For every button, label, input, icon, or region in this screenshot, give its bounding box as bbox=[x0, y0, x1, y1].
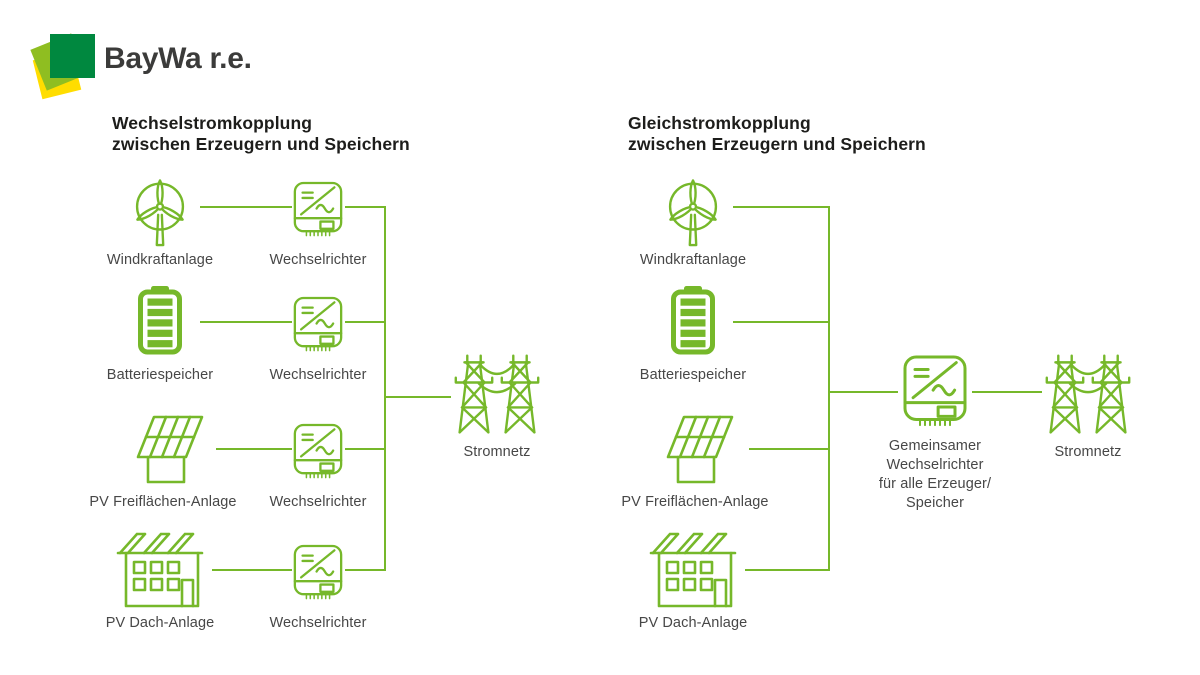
pv-rooftop-icon bbox=[647, 526, 739, 608]
left-source-label-4: PV Dach-Anlage bbox=[105, 615, 215, 631]
left-connector-source-inverter-4 bbox=[212, 569, 292, 571]
left-connector-inverter-bus-2 bbox=[345, 321, 386, 323]
pv-rooftop-icon bbox=[114, 526, 206, 608]
wind-turbine-icon bbox=[127, 178, 193, 248]
right-source-label-3: PV Freiflächen-Anlage bbox=[621, 494, 769, 510]
left-source-label-2: Batteriespeicher bbox=[106, 367, 214, 383]
left-panel-title-line1: Wechselstromkopplung bbox=[112, 113, 313, 133]
power-grid-icon bbox=[451, 352, 543, 436]
right-connector-source-bus-1 bbox=[733, 206, 828, 208]
right-connector-source-bus-3 bbox=[749, 448, 828, 450]
inverter-icon bbox=[291, 422, 345, 482]
battery-icon bbox=[670, 285, 716, 355]
left-connector-inverter-bus-4 bbox=[345, 569, 386, 571]
common-inverter-label-line4: Speicher bbox=[905, 495, 965, 511]
pv-ground-mount-icon bbox=[120, 412, 210, 488]
right-connector-source-bus-4 bbox=[745, 569, 828, 571]
right-grid-label: Stromnetz bbox=[1054, 444, 1122, 460]
brand-logo-text: BayWa r.e. bbox=[104, 42, 252, 75]
common-inverter-label: Gemeinsamer Wechselrichter für alle Erze… bbox=[845, 437, 1025, 513]
logo-darkgreen-square bbox=[50, 34, 95, 78]
right-source-label-1: Windkraftanlage bbox=[639, 252, 747, 268]
right-connector-source-bus-2 bbox=[733, 321, 828, 323]
left-source-label-1: Windkraftanlage bbox=[106, 252, 214, 268]
left-connector-inverter-bus-1 bbox=[345, 206, 386, 208]
common-inverter-label-line1: Gemeinsamer bbox=[888, 438, 982, 454]
common-inverter-icon bbox=[900, 353, 970, 431]
right-connector-inverter-grid bbox=[972, 391, 1042, 393]
pv-ground-mount-icon bbox=[650, 412, 740, 488]
left-converter-label-4: Wechselrichter bbox=[269, 615, 367, 631]
left-converter-label-1: Wechselrichter bbox=[269, 252, 367, 268]
right-panel-title-line1: Gleichstromkopplung bbox=[628, 113, 811, 133]
inverter-icon bbox=[291, 180, 345, 240]
right-connector-bus-inverter bbox=[830, 391, 898, 393]
left-bus-line bbox=[384, 206, 386, 571]
power-grid-icon bbox=[1042, 352, 1134, 436]
inverter-icon bbox=[291, 543, 345, 603]
right-source-label-4: PV Dach-Anlage bbox=[638, 615, 748, 631]
left-connector-inverter-bus-3 bbox=[345, 448, 386, 450]
right-panel-title: Gleichstromkopplung zwischen Erzeugern u… bbox=[628, 113, 926, 155]
wind-turbine-icon bbox=[660, 178, 726, 248]
left-grid-label: Stromnetz bbox=[463, 444, 531, 460]
left-connector-source-inverter-1 bbox=[200, 206, 292, 208]
common-inverter-label-line2: Wechselrichter bbox=[886, 457, 984, 473]
left-connector-bus-grid bbox=[386, 396, 451, 398]
common-inverter-label-line3: für alle Erzeuger/ bbox=[878, 476, 992, 492]
left-panel-title: Wechselstromkopplung zwischen Erzeugern … bbox=[112, 113, 410, 155]
inverter-icon bbox=[291, 295, 345, 355]
brand-logo: BayWa r.e. bbox=[30, 28, 296, 100]
left-connector-source-inverter-3 bbox=[216, 448, 292, 450]
left-converter-label-2: Wechselrichter bbox=[269, 367, 367, 383]
battery-icon bbox=[137, 285, 183, 355]
left-panel-title-line2: zwischen Erzeugern und Speichern bbox=[112, 134, 410, 154]
right-panel-title-line2: zwischen Erzeugern und Speichern bbox=[628, 134, 926, 154]
right-bus-line bbox=[828, 206, 830, 571]
right-source-label-2: Batteriespeicher bbox=[639, 367, 747, 383]
left-converter-label-3: Wechselrichter bbox=[269, 494, 367, 510]
left-connector-source-inverter-2 bbox=[200, 321, 292, 323]
left-source-label-3: PV Freiflächen-Anlage bbox=[89, 494, 237, 510]
